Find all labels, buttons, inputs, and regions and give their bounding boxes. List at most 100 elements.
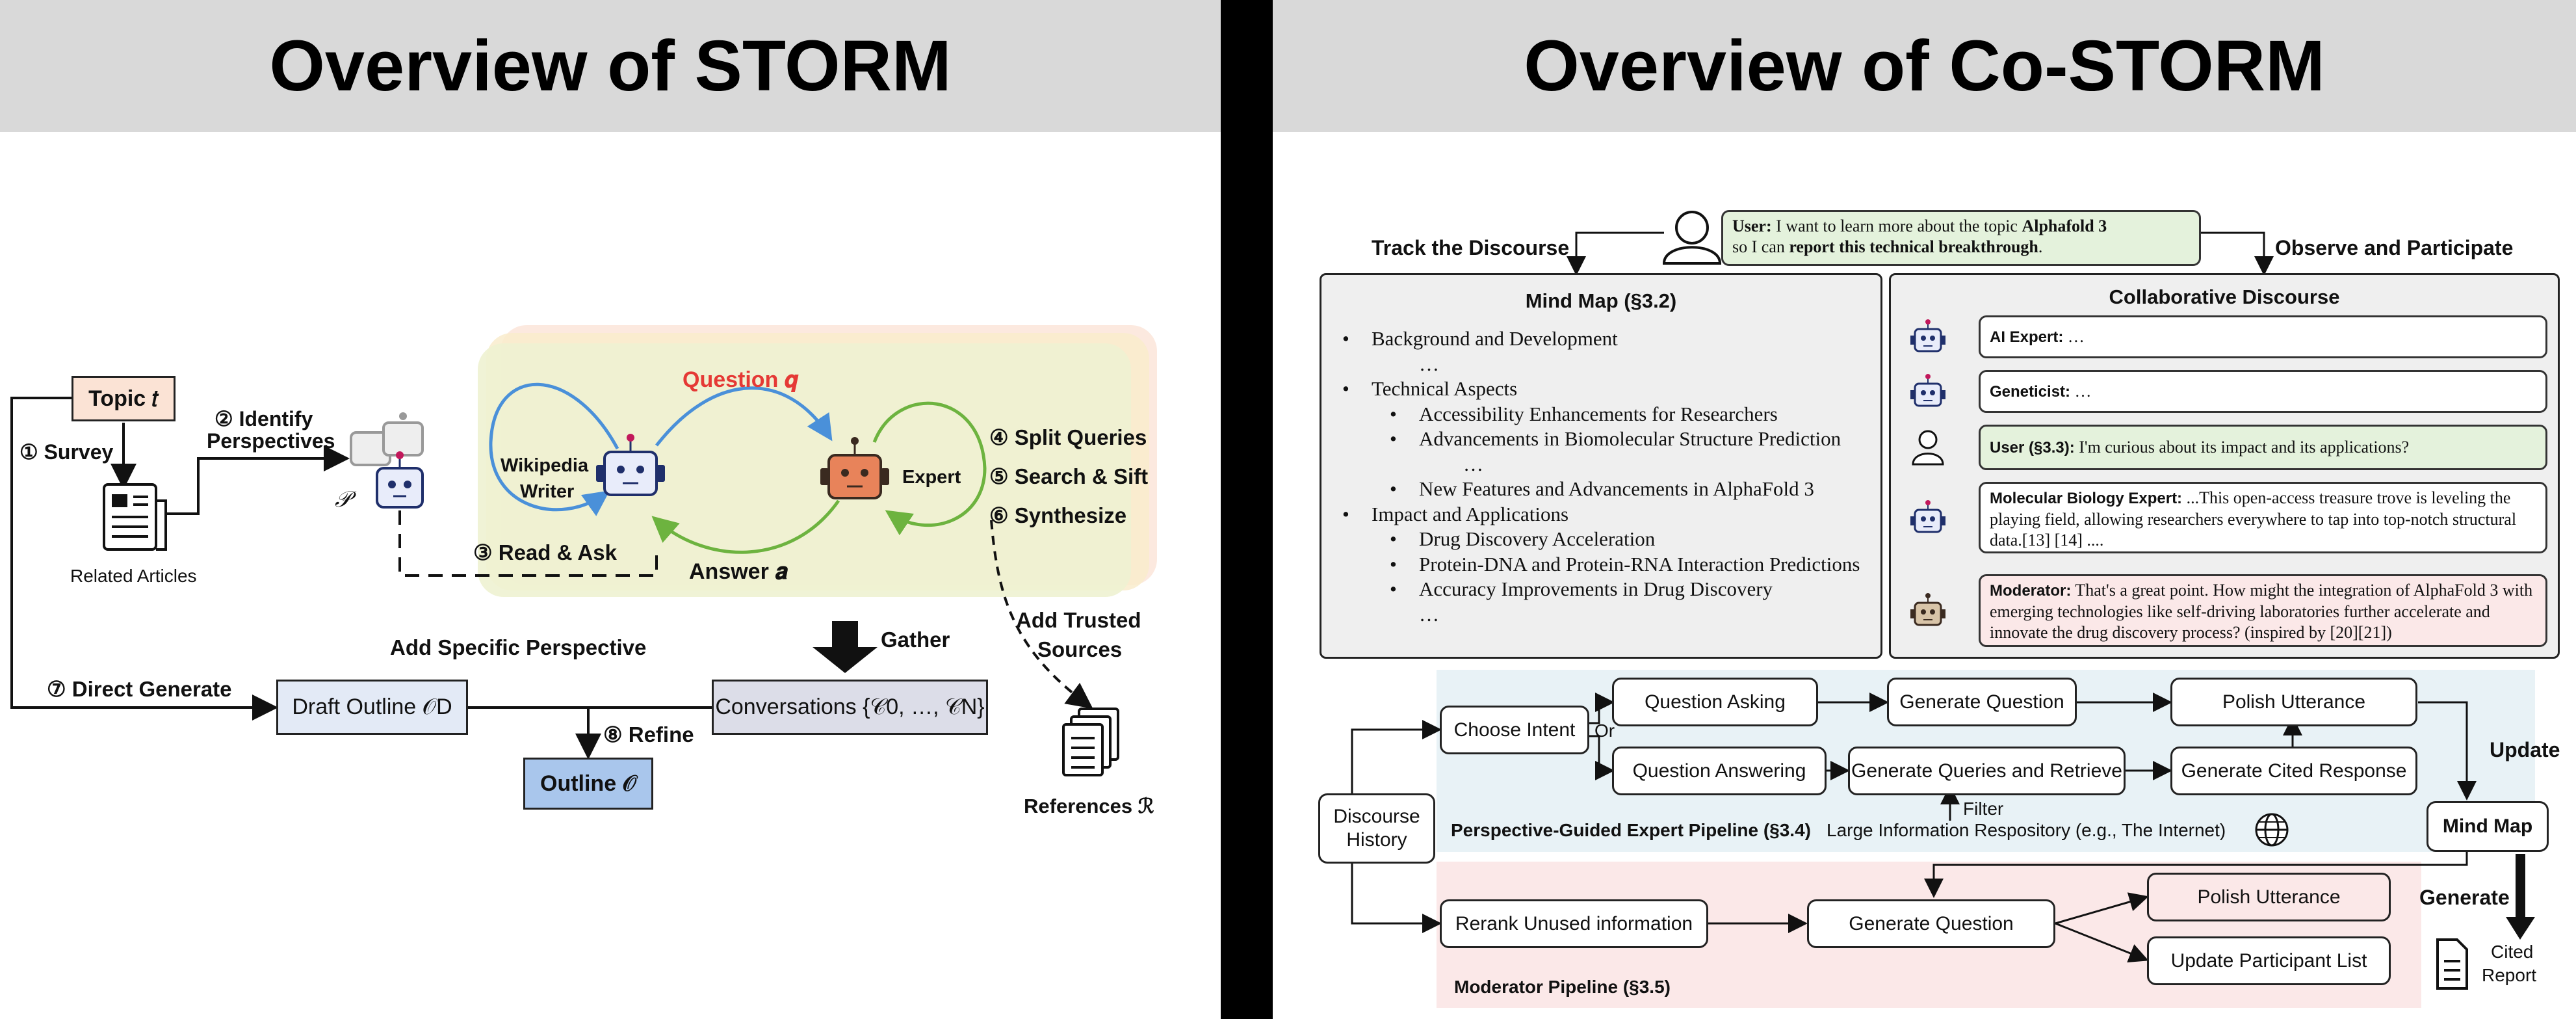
discourse-title: Collaborative Discourse [2109,285,2340,308]
history-label-2: History [1346,829,1407,851]
update-participant-box: Update Participant List [2147,936,2391,985]
draft-outline-box: Draft Outline 𝒪D [276,680,468,735]
choose-intent-box: Choose Intent [1440,706,1589,754]
topic-label: Topic 𝑡 [88,386,159,411]
gather-label: Gather [881,628,950,652]
writer-robot-icon [596,434,665,496]
user-intro-message: User: I want to learn more about the top… [1721,210,2201,266]
message-speaker: AI Expert: [1990,328,2064,346]
outline-box: Outline 𝒪 [523,758,653,810]
history-label-1: Discourse [1333,806,1420,827]
conversations-label: Conversations {𝒞0, …, 𝒞N} [715,695,985,719]
expert-robot-icon [1905,498,1951,537]
mind-map-item: Advancements in Biomolecular Structure P… [1419,427,1841,450]
expert-robot-icon [1905,317,1951,356]
costorm-title-banner: Overview of Co-STORM [1273,0,2576,132]
answer-arrow [651,499,840,554]
user-text-2: so I can [1732,237,1789,256]
user-goal: report this technical breakthrough [1789,237,2038,256]
mind-map-bullet: • [1390,402,1397,425]
identify-label-1: ② Identify [215,407,313,430]
mind-map-box-label: Mind Map [2442,815,2533,837]
answer-label: Answer 𝒂 [689,559,788,584]
related-articles-label: Related Articles [70,566,197,586]
mod-generate-question-box: Generate Question [1807,899,2055,948]
search-sift-label: ⑤ Search & Sift [989,464,1149,488]
mind-map-bullet: • [1342,502,1349,525]
draft-outline-label: Draft Outline 𝒪D [292,695,452,719]
question-label: Question 𝒒 [683,367,798,392]
rerank-label: Rerank Unused information [1455,912,1693,934]
question-answering-box: Question Answering [1612,747,1827,795]
mind-map-item: Drug Discovery Acceleration [1419,527,1656,550]
mind-map-item: Accessibility Enhancements for Researche… [1419,402,1778,425]
mind-map-item: … [1419,352,1439,375]
polish-utterance-box: Polish Utterance [2170,678,2417,726]
track-arrow [1567,232,1664,276]
expert-robot-icon [1905,372,1951,411]
observe-arrow [2199,232,2274,276]
message-text: I'm curious about its impact and its app… [2074,438,2410,457]
user-icon [1905,428,1951,467]
discourse-message: User (§3.3): I'm curious about its impac… [1979,425,2547,470]
cited-label-1: Cited [2491,942,2534,962]
question-arrow [655,386,833,447]
expert-pipeline-label: Perspective-Guided Expert Pipeline (§3.4… [1451,820,1811,840]
split-queries-label: ④ Split Queries [989,425,1147,449]
generate-arrow [2506,854,2535,940]
panel-divider [1221,0,1273,1019]
add-specific-label: Add Specific Perspective [390,635,647,659]
writer-label-1: Wikipedia [501,455,589,476]
mind-map-item: Accuracy Improvements in Drug Discovery [1419,577,1773,600]
update-participant-label: Update Participant List [2170,949,2367,972]
mod-generate-question-label: Generate Question [1849,912,2014,934]
expert-label: Expert [902,467,961,488]
moderator-robot-icon [1905,591,1951,630]
perspective-robots-icon [350,412,424,509]
moderator-pipeline-label: Moderator Pipeline (§3.5) [1454,977,1671,997]
question-asking-box: Question Asking [1612,678,1818,726]
user-speaker: User: [1732,217,1772,235]
message-text: … [2070,382,2092,401]
storm-title: Overview of STORM [269,26,952,106]
choose-intent-label: Choose Intent [1453,719,1576,741]
survey-label: ① Survey [20,440,114,464]
storm-title-banner: Overview of STORM [0,0,1221,132]
expert-robot-icon [820,437,889,499]
related-articles-icon [103,483,167,551]
conversations-box: Conversations {𝒞0, …, 𝒞N} [712,680,988,735]
message-text: That's a great point. How might the inte… [1990,581,2533,642]
polish-utterance-label: Polish Utterance [2222,691,2366,713]
mind-map-panel: Mind Map (§3.2) •Background and Developm… [1320,273,1882,659]
question-answering-label: Question Answering [1632,760,1806,782]
message-speaker: Geneticist: [1990,383,2071,401]
read-ask-label: ③ Read & Ask [473,540,617,564]
message-text: ...This open-access treasure trove is le… [1990,488,2517,549]
cited-label-2: Report [2482,965,2537,985]
topic-box: Topic 𝑡 [72,376,176,421]
direct-generate-label: ⑦ Direct Generate [47,677,232,701]
synthesize-label: ⑥ Synthesize [989,503,1127,527]
p-symbol: 𝒫 [335,488,351,512]
mind-map-title: Mind Map (§3.2) [1525,289,1677,312]
mind-map-item: … [1463,452,1483,475]
update-arrow [2418,701,2477,801]
history-to-rerank-arrow [1351,862,1442,933]
generate-cited-box: Generate Cited Response [2170,747,2417,795]
modq-to-participant [2055,922,2149,963]
or-label: Or [1594,721,1615,741]
update-label: Update [2490,738,2560,761]
outline-label: Outline 𝒪 [540,771,636,796]
mind-map-item: New Features and Advancements in AlphaFo… [1419,477,1814,500]
generate-question-label: Generate Question [1899,691,2064,713]
add-trusted-label-2: Sources [1037,637,1123,661]
mind-map-box: Mind Map [2426,801,2549,852]
mind-map-bullet: • [1342,377,1349,400]
writer-label-2: Writer [520,481,575,502]
discourse-panel: Collaborative Discourse AI Expert: …Gene… [1889,273,2560,659]
identify-arrow [166,445,350,515]
references-label: References ℛ [1024,795,1154,817]
references-icon [1062,708,1119,776]
generate-queries-label: Generate Queries and Retrieve [1851,760,2122,782]
